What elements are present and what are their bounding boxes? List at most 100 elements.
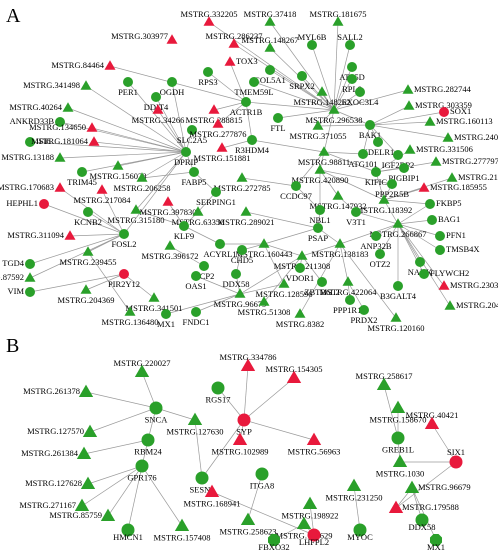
edge-a46-a48 <box>323 151 364 155</box>
node-label-a33: MSTRG.134650 <box>29 122 86 132</box>
node-label-a117: MX1 <box>157 319 175 329</box>
node-label-a49: MSTRG.331506 <box>416 144 473 154</box>
node-circle-a28 <box>273 113 283 123</box>
node-a15: OGDH <box>160 77 184 97</box>
edge-a47-a54 <box>81 151 187 173</box>
node-a7: MYL6B <box>298 32 327 50</box>
node-label-a11: COL5A1 <box>254 75 286 85</box>
edge-a12-a29 <box>333 66 353 111</box>
node-a91: TGD4 <box>2 258 35 269</box>
node-label-a5: MSTRG.286237 <box>206 31 263 41</box>
node-circle-a101 <box>295 263 305 273</box>
node-label-a1: MSTRG.332205 <box>181 9 238 19</box>
node-triangle-a26 <box>208 104 220 114</box>
node-label-a103: ZBTB6L2 <box>304 287 339 297</box>
node-a85: FOSL2 <box>111 229 137 249</box>
node-b14: RBM24 <box>134 433 162 457</box>
node-triangle-b24 <box>204 484 220 497</box>
node-label-a110: VIM <box>7 286 24 296</box>
node-triangle-a86 <box>82 246 94 256</box>
node-label-a20: MSTRG.148262 <box>294 97 351 107</box>
node-label-a60: MSTRG.217084 <box>74 195 132 205</box>
edge-a27-a45 <box>245 101 253 141</box>
node-a77: MSTRG.289021 <box>218 206 274 227</box>
node-a112: MSTRG.341501 <box>126 292 182 313</box>
node-label-a63: MSTRG.272785 <box>214 183 271 193</box>
edge-b7-b11 <box>155 407 196 421</box>
node-a109: B3GALT4 <box>380 281 417 301</box>
node-a54: TRIM45 <box>67 167 97 187</box>
node-label-a97: PIR2Y12 <box>108 279 140 289</box>
node-triangle-a48 <box>318 146 330 156</box>
node-triangle-a59 <box>54 182 66 192</box>
node-a58: MSTRG.213191 <box>446 172 498 182</box>
node-a52: KIFIC <box>365 167 387 187</box>
node-label-b23: MSTRG.127628 <box>25 478 82 488</box>
node-a10: TOX3 <box>224 56 258 66</box>
node-a49: MSTRG.331506 <box>404 144 473 154</box>
node-circle-a40 <box>25 137 35 147</box>
node-a90: TMSB4X <box>435 244 480 255</box>
node-triangle-a104 <box>342 276 354 286</box>
node-triangle-b26 <box>404 480 420 493</box>
node-a67: SERPING1 <box>196 187 236 207</box>
node-label-a111: MSTRG.204369 <box>58 295 115 305</box>
edge-a48-a52 <box>323 151 377 173</box>
edge-a97-a110 <box>29 273 125 293</box>
edge-b22-b31 <box>247 473 263 521</box>
node-circle-a95 <box>375 249 385 259</box>
edge-b14-b17 <box>83 439 149 455</box>
node-a6: MSTRG.148267 <box>242 35 298 52</box>
node-a39: MSTRG.160113 <box>424 116 493 126</box>
node-circle-a96 <box>415 257 425 267</box>
node-circle-a110 <box>25 287 35 297</box>
node-circle-b8 <box>237 413 251 427</box>
node-b13: GREB1L <box>382 431 414 455</box>
node-a84: MSTRG.311094 <box>7 230 76 240</box>
edge-a88-a94 <box>263 243 303 257</box>
node-label-b36: MYOC <box>347 532 373 542</box>
edge-a79-a95 <box>379 223 399 255</box>
node-a106: MSTRG.23037 <box>438 280 498 290</box>
node-b23: MSTRG.127628 <box>25 476 96 489</box>
node-label-a26: MSTRG.288815 <box>186 115 243 125</box>
node-label-b31: MSTRG.258623 <box>220 527 277 537</box>
edge-a14-a47 <box>127 81 187 153</box>
node-label-a58: MSTRG.213191 <box>458 172 498 182</box>
edge-b2-b8 <box>243 365 249 421</box>
edge-a63-a64 <box>241 177 297 187</box>
node-triangle-b4 <box>286 370 302 383</box>
edge-a70-a79 <box>397 203 431 225</box>
node-label-b35: MSTRG.157408 <box>154 533 211 543</box>
edge-a10-a27 <box>229 61 247 103</box>
node-circle-b14 <box>141 433 155 447</box>
node-label-b32: MSTRG.127629 <box>276 531 333 541</box>
node-b8: SYP <box>236 413 252 437</box>
node-b5: MSTRG.258617 <box>356 371 412 390</box>
node-label-a64: CCDC97 <box>280 191 312 201</box>
node-triangle-b2 <box>240 358 256 371</box>
node-circle-a98 <box>199 261 209 271</box>
node-label-b2: MSTRG.334786 <box>220 352 277 362</box>
node-triangle-a23 <box>402 84 414 94</box>
node-b3: RGS17 <box>205 381 231 405</box>
node-triangle-a35 <box>212 118 224 128</box>
node-circle-a8 <box>345 40 355 50</box>
node-a11: COL5A1 <box>254 65 286 85</box>
node-circle-a67 <box>211 187 221 197</box>
node-b37: FBXO32 <box>258 533 290 550</box>
node-label-a79: MSTRG.266867 <box>370 229 427 239</box>
edge-a36-a37 <box>317 124 371 127</box>
node-triangle-b12 <box>82 424 98 437</box>
node-triangle-a10 <box>224 56 236 66</box>
node-a9: MSTRG.84464 <box>51 60 116 70</box>
node-label-a28: FTL <box>270 123 285 133</box>
node-triangle-b25 <box>346 478 362 491</box>
edge-a64-a78 <box>295 185 321 211</box>
node-label-a107: MSTRG.87592 <box>0 272 24 282</box>
node-label-a25: MSTRG.34266 <box>132 115 185 125</box>
node-label-a92: MSTRG.396172 <box>142 251 199 261</box>
node-triangle-a41 <box>88 136 100 146</box>
node-triangle-b10 <box>424 416 440 429</box>
edge-a9-a27 <box>109 65 247 103</box>
